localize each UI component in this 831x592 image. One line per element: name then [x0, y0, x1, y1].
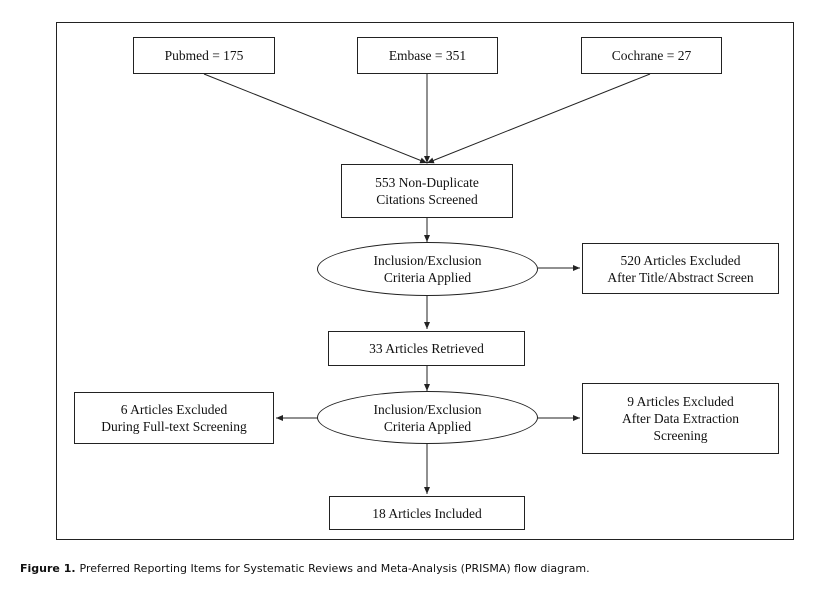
- criteria-oval-1: Inclusion/Exclusion Criteria Applied: [317, 242, 538, 296]
- source-embase-label: Embase = 351: [388, 48, 467, 63]
- excluded-fulltext-box: 6 Articles Excluded During Full-text Scr…: [74, 392, 274, 444]
- source-cochrane-box: Cochrane = 27: [581, 37, 722, 74]
- caption-text: Preferred Reporting Items for Systematic…: [79, 562, 590, 575]
- criteria-1-label: Inclusion/Exclusion Criteria Applied: [373, 253, 482, 285]
- arrow-cochrane-to-screened: [426, 73, 651, 164]
- source-embase-box: Embase = 351: [357, 37, 498, 74]
- excluded-title-abstract-box: 520 Articles Excluded After Title/Abstra…: [582, 243, 779, 294]
- excluded-1-label: 520 Articles Excluded After Title/Abstra…: [607, 252, 754, 285]
- diagram-frame: [56, 22, 794, 540]
- retrieved-label: 33 Articles Retrieved: [369, 341, 484, 356]
- screened-box: 553 Non-Duplicate Citations Screened: [341, 164, 513, 218]
- retrieved-box: 33 Articles Retrieved: [328, 331, 525, 366]
- source-pubmed-box: Pubmed = 175: [133, 37, 275, 74]
- excluded-left-label: 6 Articles Excluded During Full-text Scr…: [101, 402, 247, 434]
- screened-label: 553 Non-Duplicate Citations Screened: [375, 175, 479, 207]
- criteria-oval-2: Inclusion/Exclusion Criteria Applied: [317, 391, 538, 444]
- source-pubmed-label: Pubmed = 175: [164, 48, 244, 63]
- included-box: 18 Articles Included: [329, 496, 525, 530]
- figure-label: Figure 1.: [20, 562, 76, 575]
- excluded-right-label: 9 Articles Excluded After Data Extractio…: [622, 394, 739, 443]
- included-label: 18 Articles Included: [372, 505, 482, 521]
- excluded-data-extraction-box: 9 Articles Excluded After Data Extractio…: [582, 383, 779, 454]
- figure-caption: Figure 1.Preferred Reporting Items for S…: [20, 562, 590, 575]
- arrow-pubmed-to-screened: [203, 73, 428, 164]
- criteria-2-label: Inclusion/Exclusion Criteria Applied: [373, 401, 482, 434]
- source-cochrane-label: Cochrane = 27: [611, 48, 692, 63]
